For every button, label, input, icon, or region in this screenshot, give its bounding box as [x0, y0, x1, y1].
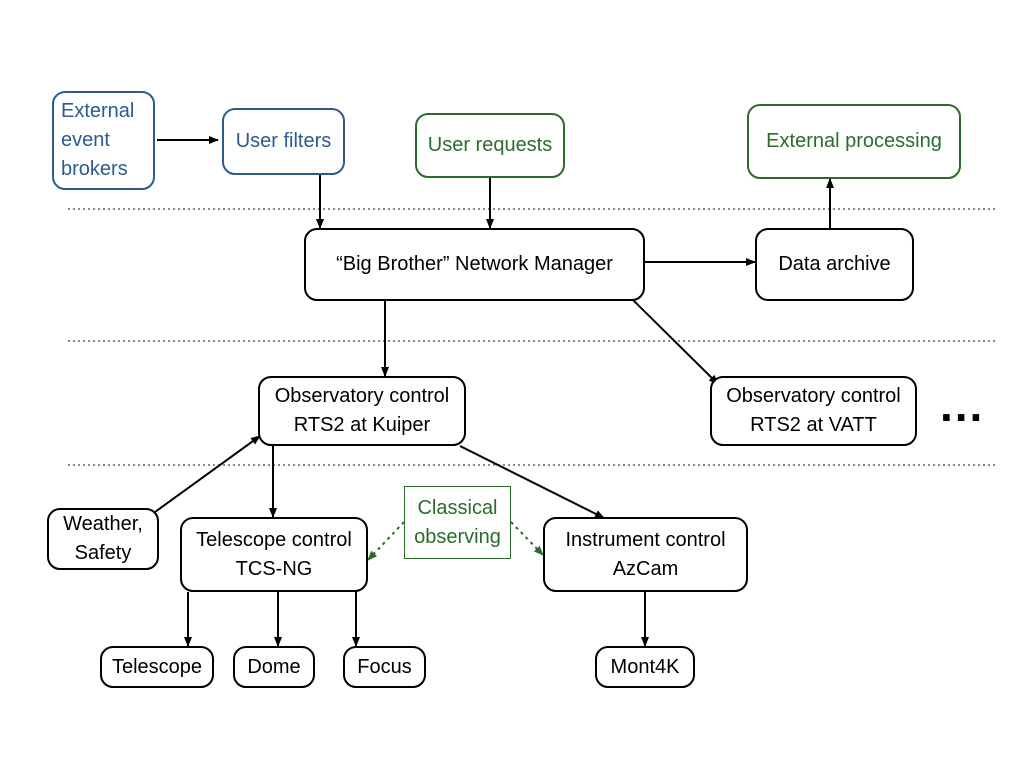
instrument-control-node: Instrument control AzCam [543, 517, 748, 592]
classical-observing-node: Classical observing [404, 486, 511, 559]
arrow-kuiper-to-instrument-control [459, 445, 605, 519]
weather-safety-node: Weather, Safety [47, 508, 159, 570]
arrow-classical-to-instrument-control [510, 521, 544, 556]
user-filters-node: User filters [222, 108, 345, 175]
external-event-brokers-node: External event brokers [52, 91, 155, 190]
mont4k-node: Mont4K [595, 646, 695, 688]
more-observatories-indicator: ... [940, 379, 985, 431]
telescope-node: Telescope [100, 646, 214, 688]
arrow-classical-to-telescope-control [367, 521, 405, 561]
network-manager-node: “Big Brother” Network Manager [304, 228, 645, 301]
arrow-manager-to-vatt [632, 299, 719, 385]
data-archive-node: Data archive [755, 228, 914, 301]
external-processing-node: External processing [747, 104, 961, 179]
focus-node: Focus [343, 646, 426, 688]
observatory-control-vatt-node: Observatory control RTS2 at VATT [710, 376, 917, 446]
observatory-control-kuiper-node: Observatory control RTS2 at Kuiper [258, 376, 466, 446]
telescope-control-node: Telescope control TCS-NG [180, 517, 368, 592]
dome-node: Dome [233, 646, 315, 688]
arrow-weather-to-kuiper [154, 435, 261, 513]
user-requests-node: User requests [415, 113, 565, 178]
